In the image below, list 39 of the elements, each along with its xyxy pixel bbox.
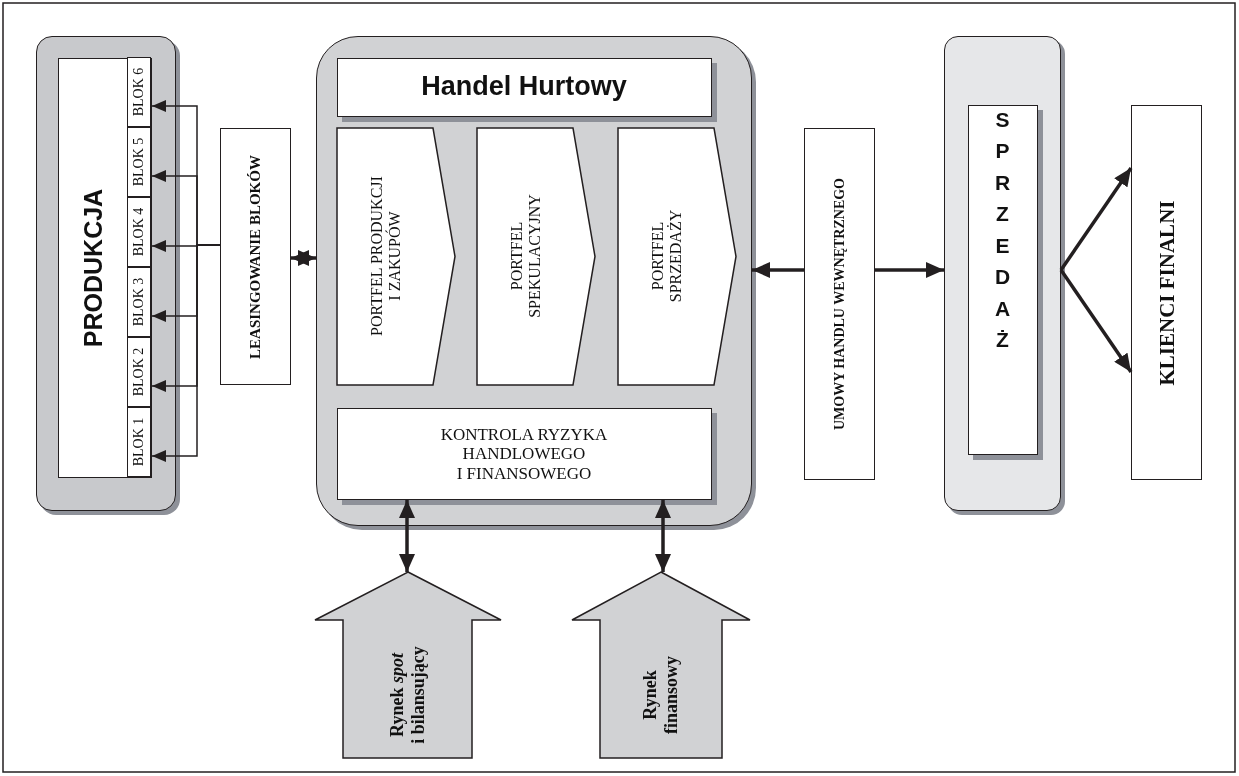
text-box	[127, 337, 151, 407]
text-box	[804, 128, 875, 480]
text-box	[220, 128, 291, 385]
box-label: PORTFEL SPEKULACYJNY	[507, 193, 544, 320]
box-label: BLOK 5	[130, 136, 147, 189]
box-label: BLOK 3	[130, 276, 147, 329]
box-label: BLOK 4	[130, 206, 147, 259]
arrow	[752, 262, 804, 278]
arrow	[1059, 167, 1133, 271]
chevron-box	[476, 127, 595, 385]
box-label: BLOK 6	[130, 66, 147, 119]
chevron-box	[617, 127, 736, 385]
box-label: PORTFEL SPRZEDAŻY	[648, 208, 685, 305]
box-label: BLOK 1	[130, 416, 147, 469]
box-label: SPRZEDAŻ	[993, 106, 1012, 353]
text-box	[127, 407, 151, 477]
box-label: KONTROLA RYZYKA HANDLOWEGO I FINANSOWEGO	[439, 424, 609, 483]
text-box	[1131, 105, 1202, 480]
box-label: PRODUKCJA	[78, 187, 107, 349]
arrow	[875, 262, 944, 278]
text-box	[127, 127, 151, 197]
text-box	[127, 267, 151, 337]
text-box	[127, 197, 151, 267]
arrow	[655, 500, 671, 572]
text-box	[57, 57, 152, 478]
box-label: Rynek finansowy	[640, 655, 682, 736]
box-label: KLIENCI FINALNI	[1154, 199, 1179, 388]
box-label: LEASINGOWANIE BLOKÓW	[246, 153, 264, 361]
up-arrow-shape	[572, 572, 750, 758]
text-box	[127, 57, 151, 127]
box-label: Handel Hurtowy	[420, 71, 628, 103]
box-label: PORTFEL PRODUKCJI I ZAKUPÓW	[367, 175, 404, 338]
arrow	[399, 500, 415, 572]
arrow	[291, 250, 316, 266]
arrow	[1059, 269, 1133, 373]
chevron-box	[336, 127, 455, 385]
box-label: UMOWY HANDLU WEWNĘTRZNEGO	[831, 177, 848, 432]
box-label: BLOK 2	[130, 346, 147, 399]
up-arrow-shape	[315, 572, 501, 758]
